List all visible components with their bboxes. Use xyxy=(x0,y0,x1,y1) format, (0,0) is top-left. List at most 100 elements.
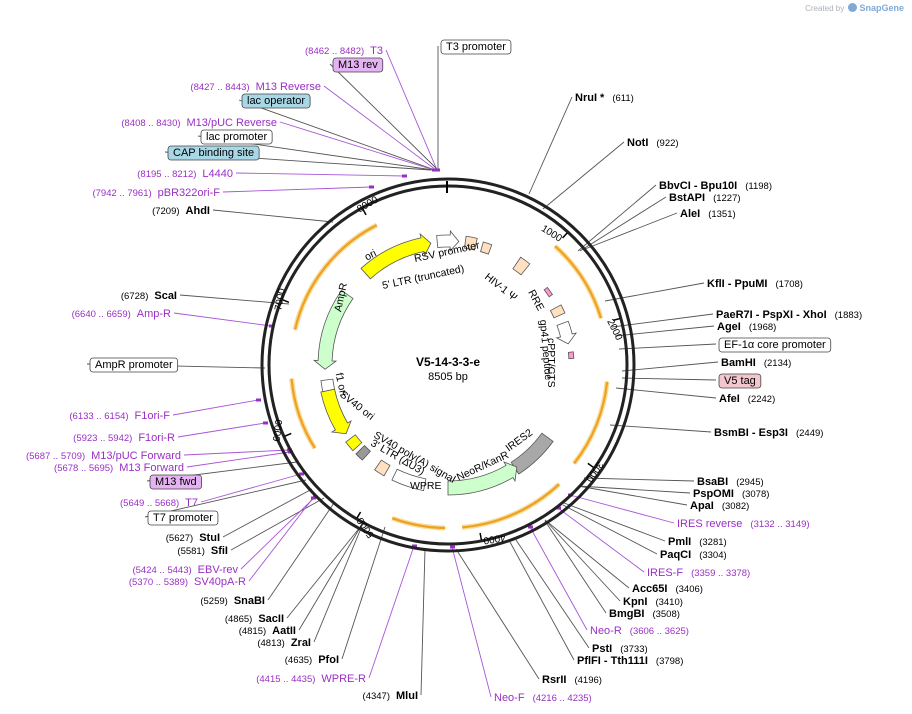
enzyme-name-nrui[interactable]: NruI * xyxy=(575,92,605,104)
connector-pmli xyxy=(563,502,666,542)
enzyme-name-noti[interactable]: NotI xyxy=(627,137,648,149)
primer-site-f1ori-r xyxy=(263,421,268,425)
tick-mark xyxy=(356,511,362,519)
primer-name-m13-reverse[interactable]: M13 Reverse xyxy=(256,81,321,93)
primer-name-neo-r[interactable]: Neo-R xyxy=(590,625,622,637)
enzyme-name-paer7i-pspxi-xhoi[interactable]: PaeR7I - PspXI - XhoI xyxy=(716,309,827,321)
label-ampr-promoter[interactable]: AmpR promoter xyxy=(95,359,173,371)
label-v5-tag[interactable]: V5 tag xyxy=(724,375,756,387)
enzyme-name-snabi[interactable]: SnaBI xyxy=(234,595,265,607)
enzyme-name-bstapi[interactable]: BstAPI xyxy=(669,192,705,204)
primer-name-neo-f[interactable]: Neo-F xyxy=(494,692,525,704)
enzyme-name-aatii[interactable]: AatII xyxy=(272,625,296,637)
primer-name-m13-puc-reverse[interactable]: M13/pUC Reverse xyxy=(187,117,277,129)
primer-site-m13-puc-reverse xyxy=(432,168,437,172)
label-t3-promoter[interactable]: T3 promoter xyxy=(446,41,506,53)
enzyme-pos-mlui: (4347) xyxy=(363,691,390,702)
connector-ebv-rev xyxy=(240,496,316,570)
connector-wpre-r xyxy=(368,545,415,679)
orf-arc-halo xyxy=(289,378,317,450)
primer-name-t3[interactable]: T3 xyxy=(370,45,383,57)
primer-name-ires-reverse[interactable]: IRES reverse xyxy=(677,518,742,530)
enzyme-name-stui[interactable]: StuI xyxy=(199,532,220,544)
primer-name-m13-puc-forward[interactable]: M13/pUC Forward xyxy=(91,450,181,462)
primer-name-m13-forward[interactable]: M13 Forward xyxy=(119,462,184,474)
label-lac-promoter[interactable]: lac promoter xyxy=(206,131,267,143)
enzyme-name-acc65i[interactable]: Acc65I xyxy=(632,583,667,595)
enzyme-pos-bmgbi: (3508) xyxy=(652,609,679,620)
enzyme-name-apai[interactable]: ApaI xyxy=(690,500,714,512)
enzyme-name-rsrii[interactable]: RsrII xyxy=(542,674,566,686)
enzyme-name-pflfi-tth111i[interactable]: PflFI - Tth111I xyxy=(577,655,648,667)
enzyme-name-zrai[interactable]: ZraI xyxy=(291,637,311,649)
enzyme-name-kpni[interactable]: KpnI xyxy=(623,596,647,608)
primer-range-f1ori-f: (6133 .. 6154) xyxy=(69,411,128,422)
enzyme-pos-acc65i: (3406) xyxy=(675,584,702,595)
ampr-arc xyxy=(312,289,354,370)
connector-rsrii xyxy=(455,548,540,680)
primer-name-l4440[interactable]: L4440 xyxy=(202,168,233,180)
primer-range-m13-puc-forward: (5687 .. 5709) xyxy=(26,451,85,462)
enzyme-name-agei[interactable]: AgeI xyxy=(717,321,741,333)
connector-alei xyxy=(584,212,678,250)
enzyme-pos-bamhi: (2134) xyxy=(764,358,791,369)
primer-range-ires-reverse: (3132 .. 3149) xyxy=(750,519,809,530)
connector-scai xyxy=(179,294,290,305)
enzyme-name-paqci[interactable]: PaqCI xyxy=(660,549,691,561)
primer-name-sv40pa-r[interactable]: SV40pA-R xyxy=(194,576,246,588)
label-m13-rev[interactable]: M13 rev xyxy=(338,59,378,71)
primer-range-neo-r: (3606 .. 3625) xyxy=(630,626,689,637)
primer-name-t7[interactable]: T7 xyxy=(185,497,198,509)
label-box-ampr-promoter xyxy=(89,357,179,373)
label-m13-fwd[interactable]: M13 fwd xyxy=(155,476,197,488)
enzyme-name-psti[interactable]: PstI xyxy=(592,643,612,655)
enzyme-name-sfii[interactable]: SfiI xyxy=(211,545,228,557)
primer-name-ebv-rev[interactable]: EBV-rev xyxy=(198,564,239,576)
enzyme-name-scai[interactable]: ScaI xyxy=(154,290,177,302)
label-t7-promoter[interactable]: T7 promoter xyxy=(153,512,213,524)
tick-mark xyxy=(479,532,483,540)
credit-prefix: Created by xyxy=(805,4,845,13)
enzyme-name-pspomi[interactable]: PspOMI xyxy=(693,488,734,500)
tick-mark xyxy=(282,299,290,303)
primer-name-ires-f[interactable]: IRES-F xyxy=(647,567,683,579)
primer-range-pbr322ori-f: (7942 .. 7961) xyxy=(92,188,151,199)
label-ef-1-core-promoter[interactable]: EF-1α core promoter xyxy=(724,339,826,351)
primer-site-f1ori-f xyxy=(256,398,261,402)
enzyme-name-alei[interactable]: AleI xyxy=(680,208,700,220)
tick-label: 4000 xyxy=(482,531,506,545)
primer-name-wpre-r[interactable]: WPRE-R xyxy=(321,673,366,685)
enzyme-pos-scai: (6728) xyxy=(121,291,148,302)
feature-label-wpre: WPRE xyxy=(410,480,442,492)
enzyme-pos-pfoi: (4635) xyxy=(285,655,312,666)
wpre-arc xyxy=(391,468,427,492)
enzyme-pos-nrui: (611) xyxy=(612,93,633,104)
label-box-lac-operator xyxy=(241,93,311,109)
connector-mlui xyxy=(420,548,426,696)
enzyme-name-sacii[interactable]: SacII xyxy=(258,613,284,625)
enzyme-name-bbvci-bpu10i[interactable]: BbvCI - Bpu10I xyxy=(659,180,737,192)
primer-name-f1ori-r[interactable]: F1ori-R xyxy=(138,432,175,444)
enzyme-name-pfoi[interactable]: PfoI xyxy=(318,654,339,666)
enzyme-name-bamhi[interactable]: BamHI xyxy=(721,357,756,369)
primer-name-amp-r[interactable]: Amp-R xyxy=(137,308,171,320)
enzyme-name-kfli-ppumi[interactable]: KflI - PpuMI xyxy=(707,278,768,290)
enzyme-name-pmli[interactable]: PmlI xyxy=(668,536,691,548)
created-by-credit: Created by SnapGene xyxy=(805,3,904,13)
enzyme-name-ahdi[interactable]: AhdI xyxy=(186,205,210,217)
connector-f1ori-f xyxy=(172,399,259,416)
enzyme-name-bsabi[interactable]: BsaBI xyxy=(697,476,728,488)
enzyme-name-bsmbi-esp3i[interactable]: BsmBI - Esp3I xyxy=(714,427,788,439)
label-cap-binding-site[interactable]: CAP binding site xyxy=(173,147,254,159)
connector-bamhi xyxy=(621,361,719,372)
enzyme-name-mlui[interactable]: MluI xyxy=(396,690,418,702)
primer-name-pbr322ori-f[interactable]: pBR322ori-F xyxy=(158,187,221,199)
enzyme-pos-kpni: (3410) xyxy=(655,597,682,608)
label-lac-operator[interactable]: lac operator xyxy=(247,95,305,107)
orf-arc xyxy=(391,517,446,530)
enzyme-name-bmgbi[interactable]: BmgBI xyxy=(609,608,644,620)
primer-name-f1ori-f[interactable]: F1ori-F xyxy=(135,410,171,422)
enzyme-name-afei[interactable]: AfeI xyxy=(719,393,740,405)
connector-acc65i xyxy=(544,519,630,589)
